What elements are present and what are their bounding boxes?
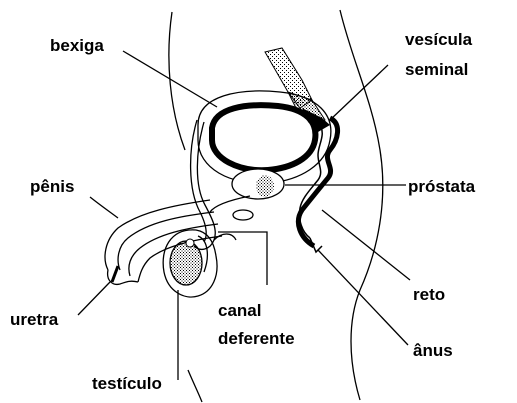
label-anus: ânus <box>413 341 453 360</box>
rectum-wall-inner <box>299 125 322 238</box>
prostate <box>232 169 284 220</box>
leader-canal <box>218 232 267 285</box>
front-body-contour <box>169 12 185 150</box>
label-vesicula-line2: seminal <box>405 60 468 79</box>
glans-tip <box>108 270 138 284</box>
label-vesicula-line1: vesícula <box>405 30 473 49</box>
label-canal-line1: canal <box>218 301 261 320</box>
testis <box>170 241 202 285</box>
leader-penis <box>90 197 118 218</box>
leader-anus <box>318 250 408 345</box>
label-prostata: próstata <box>408 177 476 196</box>
prostate-shading <box>256 175 274 197</box>
label-uretra: uretra <box>10 310 59 329</box>
bladder-inner-wall <box>212 105 315 170</box>
label-canal-line2: deferente <box>218 329 295 348</box>
bulbourethral-gland <box>233 210 253 220</box>
label-penis: pênis <box>30 177 74 196</box>
label-bexiga: bexiga <box>50 36 104 55</box>
seminal-vesicle <box>265 48 330 132</box>
leader-uretra <box>78 282 110 315</box>
leader-reto <box>322 210 410 280</box>
leg-contour <box>188 370 202 402</box>
testicle <box>163 230 217 297</box>
urethral-opening <box>112 266 118 282</box>
label-reto: reto <box>413 285 445 304</box>
leader-bexiga <box>123 51 217 107</box>
epididymis-head <box>186 239 194 247</box>
back-body-contour <box>340 10 383 400</box>
label-testiculo: testículo <box>92 374 162 393</box>
